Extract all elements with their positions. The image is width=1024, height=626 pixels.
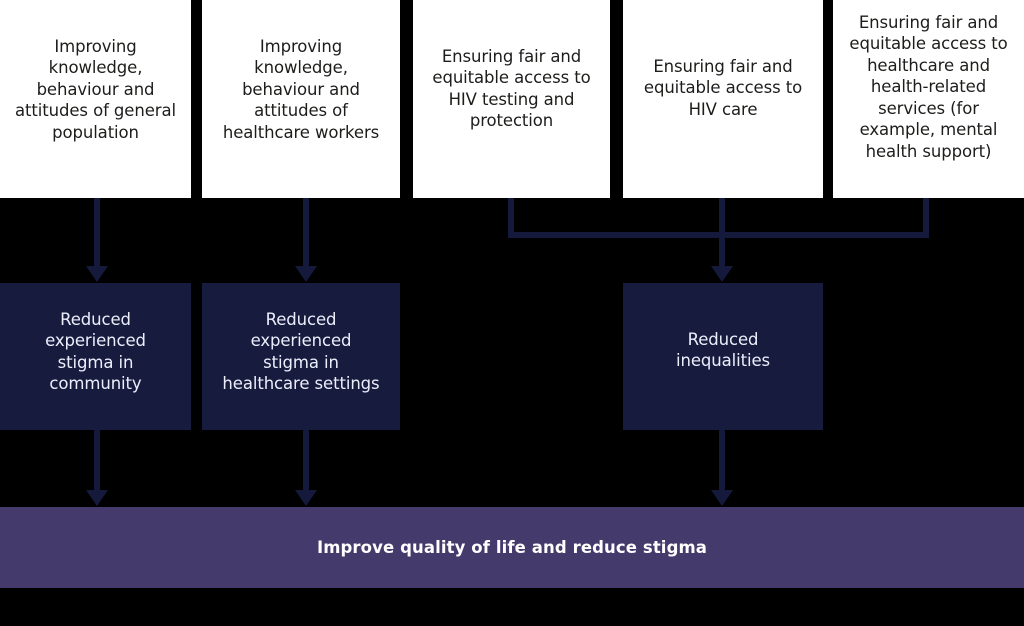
connector-line-stigma-healthcare-to-banner	[303, 430, 309, 492]
outcome-banner-label: Improve quality of life and reduce stigm…	[316, 538, 708, 557]
mid-box-stigma-community: Reduced experienced stigma in community	[0, 283, 191, 430]
top-box-healthcare-workers-label: Improving knowledge, behaviour and attit…	[222, 37, 380, 142]
connector-arrowhead-stigma-healthcare-to-banner	[295, 490, 317, 506]
connector-arrowhead-healthcare-workers	[295, 266, 317, 282]
mid-box-reduced-inequalities-label: Reduced inequalities	[675, 330, 770, 371]
connector-line-healthcare-services	[923, 198, 929, 238]
top-box-hiv-care-label: Ensuring fair and equitable access to HI…	[643, 57, 803, 119]
connector-line-inequalities-to-banner	[719, 430, 725, 492]
connector-line-healthcare-workers	[303, 198, 309, 268]
connector-arrowhead-stigma-community-to-banner	[86, 490, 108, 506]
connector-line-general-population	[94, 198, 100, 268]
mid-box-reduced-inequalities: Reduced inequalities	[623, 283, 823, 430]
top-box-hiv-care: Ensuring fair and equitable access to HI…	[623, 0, 823, 198]
top-box-healthcare-services: Ensuring fair and equitable access to he…	[833, 0, 1024, 198]
connector-merge-bar	[508, 232, 929, 238]
mid-box-stigma-healthcare-settings-label: Reduced experienced stigma in healthcare…	[222, 310, 380, 394]
connector-line-hiv-care	[719, 198, 725, 268]
top-box-healthcare-services-label: Ensuring fair and equitable access to he…	[849, 13, 1008, 161]
connector-arrowhead-reduced-inequalities	[711, 266, 733, 282]
connector-line-stigma-community-to-banner	[94, 430, 100, 492]
mid-box-stigma-healthcare-settings: Reduced experienced stigma in healthcare…	[202, 283, 400, 430]
top-box-hiv-testing-protection-label: Ensuring fair and equitable access to HI…	[432, 47, 591, 131]
connector-arrowhead-general-population	[86, 266, 108, 282]
connector-arrowhead-inequalities-to-banner	[711, 490, 733, 506]
top-box-general-population-label: Improving knowledge, behaviour and attit…	[15, 37, 176, 142]
mid-box-stigma-community-label: Reduced experienced stigma in community	[45, 310, 146, 394]
top-box-general-population: Improving knowledge, behaviour and attit…	[0, 0, 191, 198]
top-box-hiv-testing-protection: Ensuring fair and equitable access to HI…	[413, 0, 610, 198]
connector-line-hiv-testing-protection	[508, 198, 514, 238]
top-box-healthcare-workers: Improving knowledge, behaviour and attit…	[202, 0, 400, 198]
outcome-banner: Improve quality of life and reduce stigm…	[0, 507, 1024, 588]
